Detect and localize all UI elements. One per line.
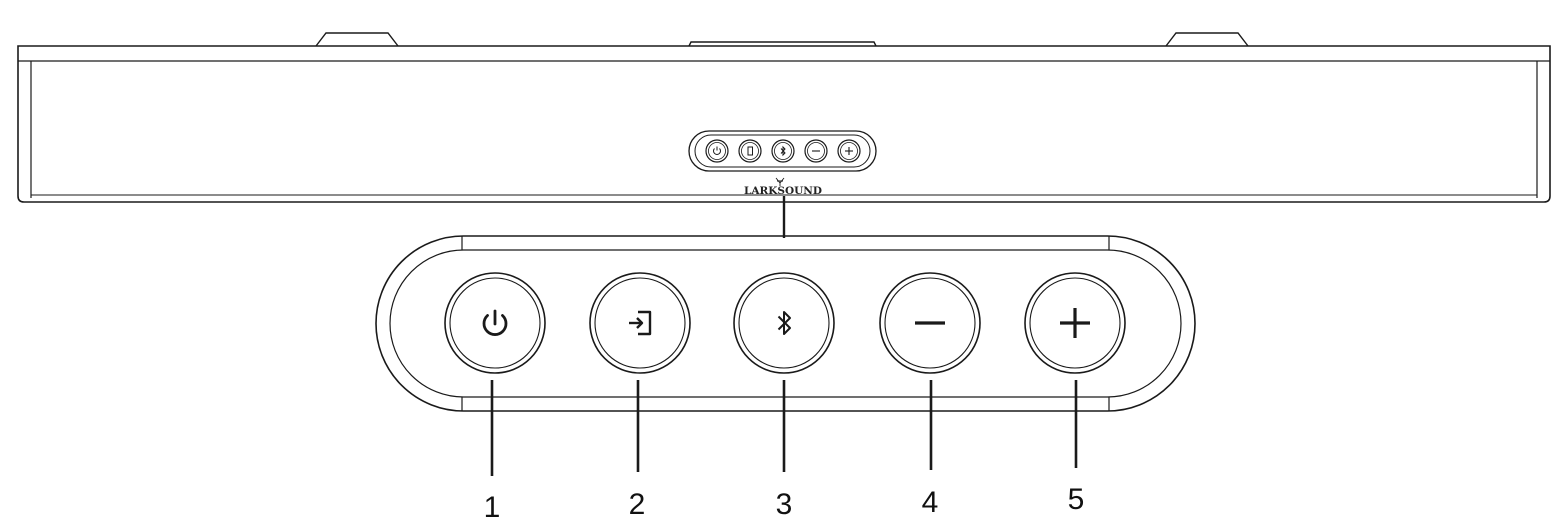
input-source-icon (629, 310, 652, 336)
volume-up-icon (1060, 308, 1090, 338)
callout-numbers: 1 2 3 4 5 (484, 483, 1085, 524)
soundbar-outline (17, 45, 1551, 203)
callout-number-2: 2 (629, 488, 646, 521)
callout-number-4: 4 (922, 486, 939, 519)
brand-logo: LARKSOUND (744, 177, 822, 197)
callout-number-1: 1 (484, 491, 501, 524)
mini-panel-inner (694, 134, 871, 168)
input-source-button (589, 272, 691, 374)
volume-down-button (879, 272, 981, 374)
mini-power-button (705, 139, 729, 163)
enlarged-control-panel (375, 235, 1196, 412)
callout-number-5: 5 (1068, 483, 1085, 516)
mini-volume-up-button (837, 139, 861, 163)
mount-tab-right (1165, 32, 1249, 47)
power-icon (482, 309, 508, 336)
volume-up-button (1024, 272, 1126, 374)
mount-tab-center (688, 41, 877, 47)
mini-panel-outer (688, 130, 877, 172)
callout-number-3: 3 (776, 488, 793, 521)
mini-volume-down-button (804, 139, 828, 163)
brand-logo-text: LARKSOUND (744, 185, 822, 197)
bluetooth-icon (777, 311, 791, 335)
panel-outer-shell (375, 235, 1196, 412)
callout-lines (490, 380, 1078, 476)
bluetooth-button (733, 272, 835, 374)
mini-bluetooth-button (771, 139, 795, 163)
bird-mark (775, 177, 785, 186)
mini-input-button (738, 139, 762, 163)
mini-control-panel (688, 130, 877, 172)
mount-tab-left (315, 32, 399, 47)
soundbar-body: LARKSOUND (17, 32, 1551, 203)
power-button (444, 272, 546, 374)
panel-inner-face (389, 249, 1182, 398)
